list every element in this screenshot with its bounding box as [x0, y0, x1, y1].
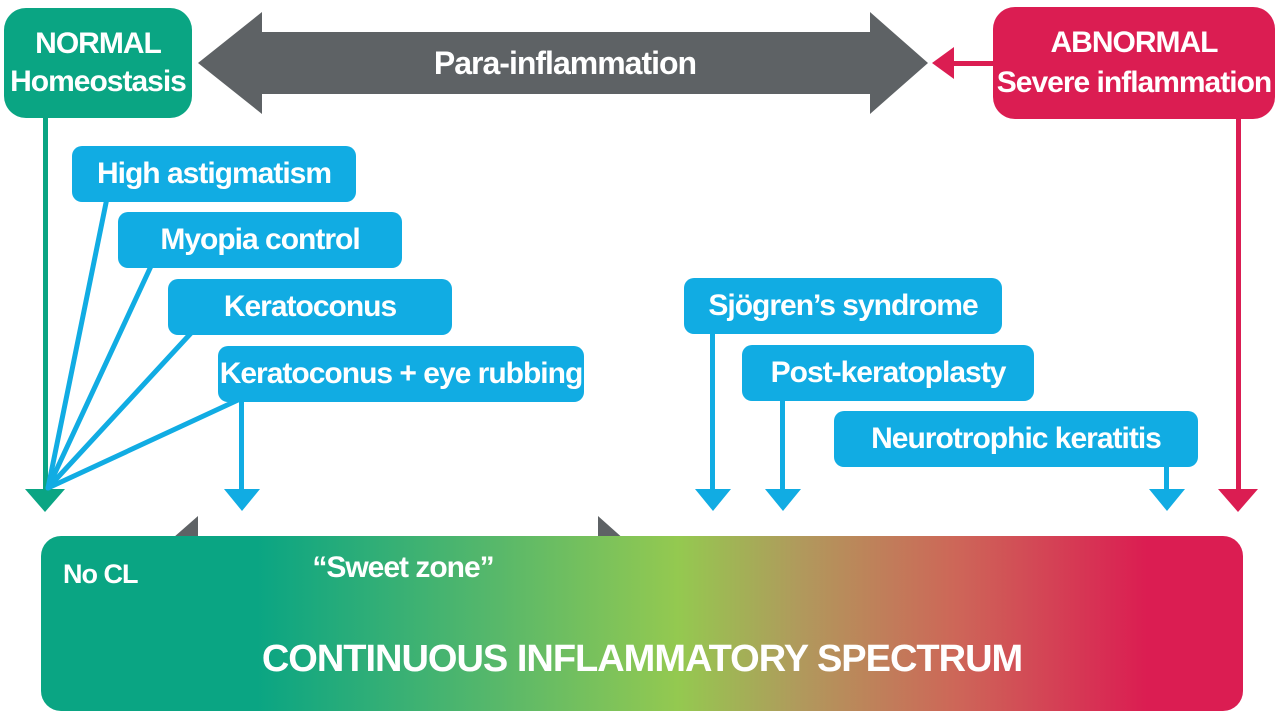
abnormal-arrowhead: [1218, 489, 1258, 512]
condition-keratoconus-eye-rubbing: Keratoconus + eye rubbing: [218, 346, 584, 402]
normal-subtitle: Homeostasis: [10, 65, 187, 98]
abnormal-title: ABNORMAL: [1050, 26, 1219, 59]
condition-high-astigmatism: High astigmatism: [72, 146, 356, 202]
abnormal-subtitle: Severe inflammation: [996, 66, 1272, 99]
condition-down-arrows: [224, 332, 1185, 511]
inflammatory-spectrum-bar: No CL CONTINUOUS INFLAMMATORY SPECTRUM: [41, 536, 1243, 711]
condition-post-keratoplasty: Post-keratoplasty: [742, 345, 1034, 401]
converging-lines: [45, 195, 241, 491]
normal-line: [43, 118, 48, 490]
condition-keratoconus: Keratoconus: [168, 279, 452, 335]
no-cl-label: No CL: [63, 559, 138, 589]
spectrum-title: CONTINUOUS INFLAMMATORY SPECTRUM: [261, 638, 1023, 680]
abnormal-box: ABNORMAL Severe inflammation: [993, 7, 1275, 119]
condition-myopia-control: Myopia control: [118, 212, 402, 268]
normal-box: NORMAL Homeostasis: [4, 8, 192, 118]
condition-neurotrophic-keratitis: Neurotrophic keratitis: [834, 411, 1198, 467]
para-inflammation-arrow: [198, 12, 928, 114]
abnormal-connector: [948, 61, 994, 66]
normal-title: NORMAL: [35, 27, 162, 60]
abnormal-connector-arrowhead: [932, 47, 954, 79]
normal-arrowhead: [25, 489, 65, 512]
abnormal-line: [1236, 119, 1241, 490]
sweet-zone-label: “Sweet zone”: [312, 551, 494, 584]
condition-sjogrens-syndrome: Sjögren’s syndrome: [684, 278, 1002, 334]
para-inflammation-label: Para-inflammation: [433, 45, 697, 81]
